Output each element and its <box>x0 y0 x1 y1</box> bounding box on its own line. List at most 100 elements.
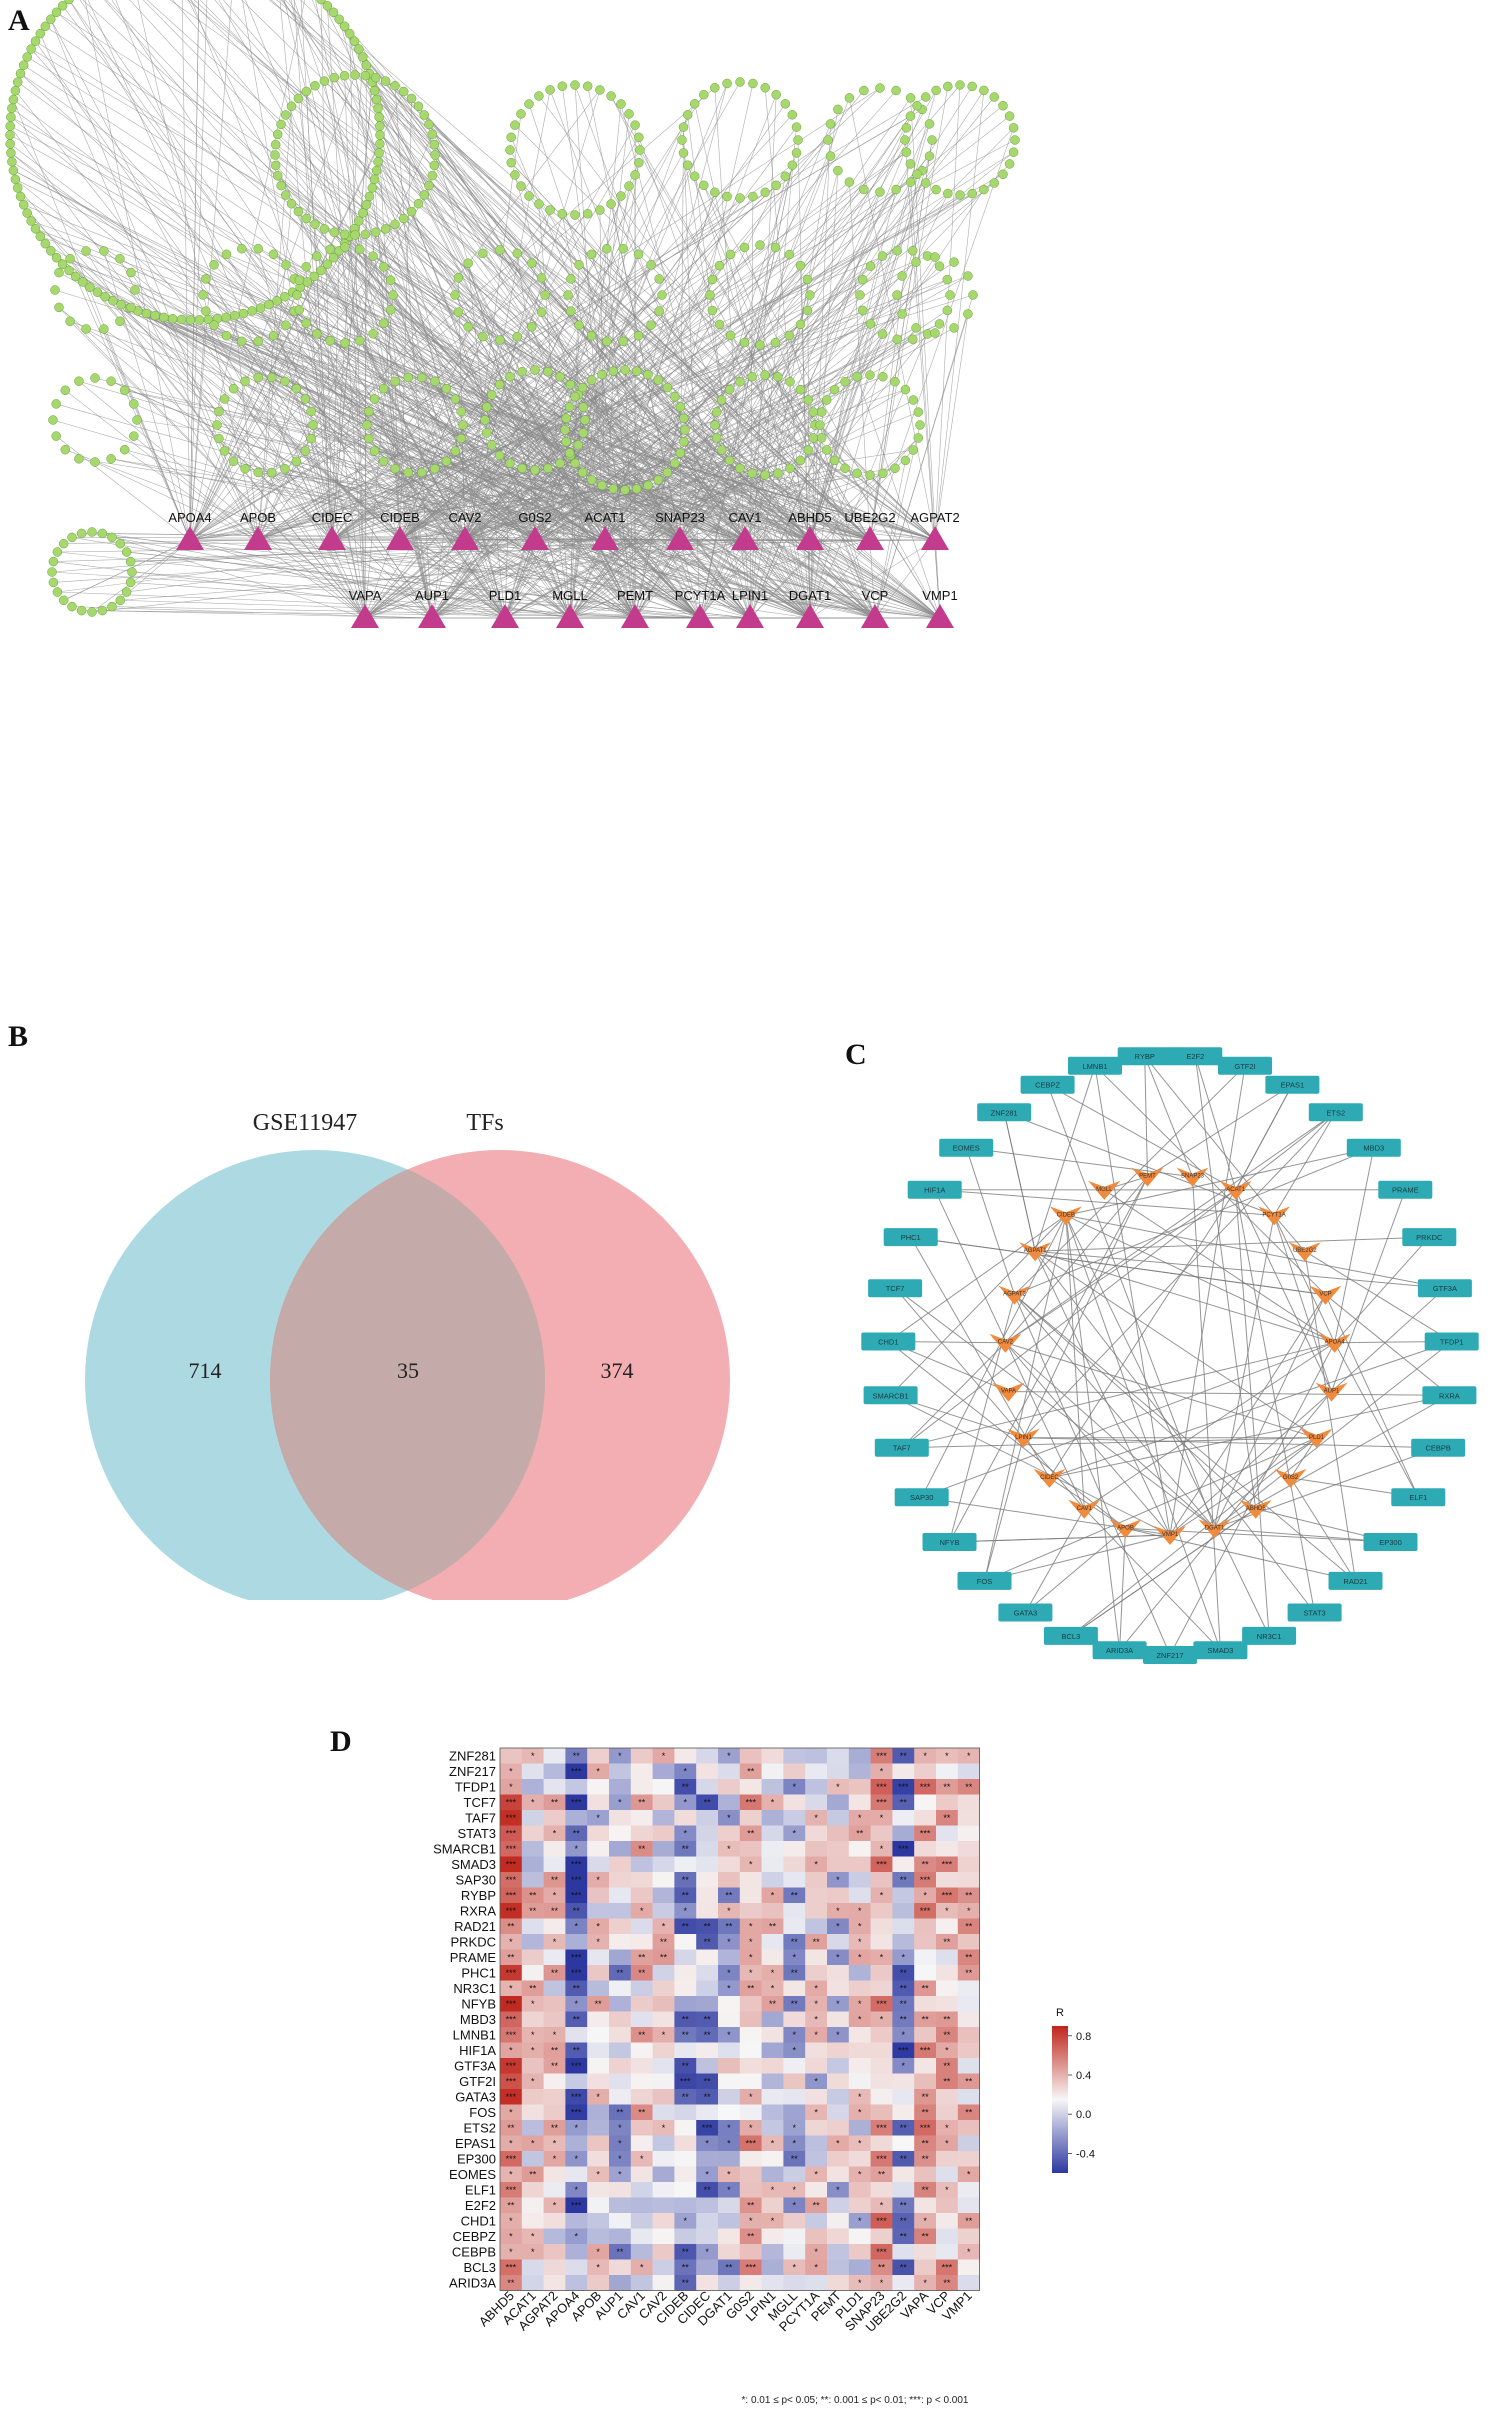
tf-node <box>354 44 364 54</box>
tf-node <box>344 28 355 39</box>
tf-node <box>57 1 68 11</box>
heatmap-cell <box>500 1794 523 1811</box>
significance-mark: * <box>945 2045 949 2055</box>
heatmap-cell <box>587 1887 610 1904</box>
heatmap-cell <box>848 2104 871 2121</box>
target-triangle <box>731 526 759 550</box>
edge <box>1214 1527 1391 1543</box>
significance-mark: * <box>858 1952 862 1962</box>
edge <box>399 419 486 541</box>
significance-mark: ** <box>682 2092 690 2102</box>
edge <box>1290 1477 1356 1582</box>
heatmap-cells: ****************************************… <box>500 1748 980 2291</box>
edge <box>193 0 876 619</box>
heatmap-cell <box>521 1779 544 1795</box>
significance-mark: ** <box>900 2014 908 2024</box>
venn-overlap <box>270 1169 545 1591</box>
tf-node <box>833 104 843 115</box>
tf-node <box>595 205 605 215</box>
target-label: AGPAT2 <box>910 510 959 525</box>
heatmap-cell <box>827 1887 850 1904</box>
significance-mark: ** <box>725 1921 733 1931</box>
tf-box <box>1422 1386 1477 1405</box>
tf-node <box>300 446 311 456</box>
tf-node <box>209 320 219 330</box>
heatmap-cell <box>761 2011 784 2028</box>
tf-node <box>97 605 108 616</box>
edge <box>244 381 466 541</box>
heatmap-cell <box>739 1779 762 1795</box>
tf-node <box>403 372 413 383</box>
significance-mark: ** <box>573 1906 581 1916</box>
heatmap-cell <box>500 2104 523 2121</box>
significance-mark: * <box>814 2014 818 2024</box>
gene-shape <box>1033 1468 1066 1488</box>
tf-node <box>300 394 311 404</box>
heatmap-cell <box>783 1763 806 1780</box>
heatmap-cell <box>783 2275 806 2291</box>
gene-shape <box>1049 1206 1082 1226</box>
tf-label: CEBPZ <box>1035 1081 1060 1090</box>
row-label: PHC1 <box>461 1965 496 1980</box>
heatmap-cell <box>500 1748 523 1764</box>
tf-node <box>816 433 827 443</box>
heatmap-cell <box>500 1763 523 1780</box>
heatmap-cell <box>739 2104 762 2121</box>
tf-node <box>570 80 580 90</box>
edge <box>257 279 948 541</box>
heatmap-cell <box>696 2259 719 2276</box>
tf-node <box>419 190 430 200</box>
heatmap-cell <box>805 1763 828 1780</box>
target-triangle <box>686 604 714 628</box>
tf-label: GATA3 <box>1014 1609 1037 1618</box>
tf-node <box>286 198 297 209</box>
heatmap-cell <box>761 2089 784 2105</box>
edge <box>504 84 961 619</box>
heatmap-cell <box>543 2151 566 2167</box>
heatmap-cell <box>914 2275 937 2291</box>
edge <box>63 539 191 601</box>
heatmap-cell <box>543 2228 566 2245</box>
tf-node <box>586 375 597 385</box>
significance-mark: ** <box>943 2014 951 2024</box>
tf-node-taf7: TAF7 <box>874 1438 929 1457</box>
tf-box <box>1068 1056 1122 1075</box>
tf-node <box>823 135 833 145</box>
significance-mark: *** <box>571 2107 582 2117</box>
heatmap-cell <box>827 1996 850 2012</box>
edge <box>638 137 811 619</box>
target-triangle <box>351 604 379 628</box>
heatmap-cell <box>936 1763 959 1780</box>
edge <box>58 272 701 619</box>
tf-node <box>30 36 41 46</box>
edge <box>921 1342 1335 1498</box>
significance-mark: *** <box>506 2014 517 2024</box>
tf-node <box>967 188 977 199</box>
gene-label: SNAP23 <box>1181 1174 1205 1180</box>
heatmap-cell <box>739 2275 762 2291</box>
tf-node <box>374 112 384 122</box>
tf-node <box>129 431 139 441</box>
heatmap-cell <box>674 1841 697 1857</box>
tf-node <box>516 181 526 191</box>
heatmap-cell <box>936 1980 959 1997</box>
edge <box>809 539 871 619</box>
heatmap-cell <box>892 1872 915 1888</box>
gene-shape <box>1109 1519 1142 1539</box>
gene-node-cidec: CIDEC <box>1033 1468 1066 1488</box>
tf-node <box>760 470 770 480</box>
significance-mark: ** <box>529 1906 537 1916</box>
tf-node <box>654 306 664 316</box>
heatmap-cell <box>892 1856 915 1873</box>
significance-mark: ** <box>922 2092 930 2102</box>
significance-mark: * <box>771 1797 775 1807</box>
edge <box>809 381 846 619</box>
edge <box>869 174 918 541</box>
heatmap-cell <box>739 1825 762 1842</box>
edge <box>242 0 333 541</box>
tf-node <box>354 216 364 226</box>
significance-mark: * <box>749 2216 753 2226</box>
edge <box>1014 1147 1374 1296</box>
tf-node <box>430 150 440 160</box>
heatmap-cell <box>761 1980 784 1997</box>
